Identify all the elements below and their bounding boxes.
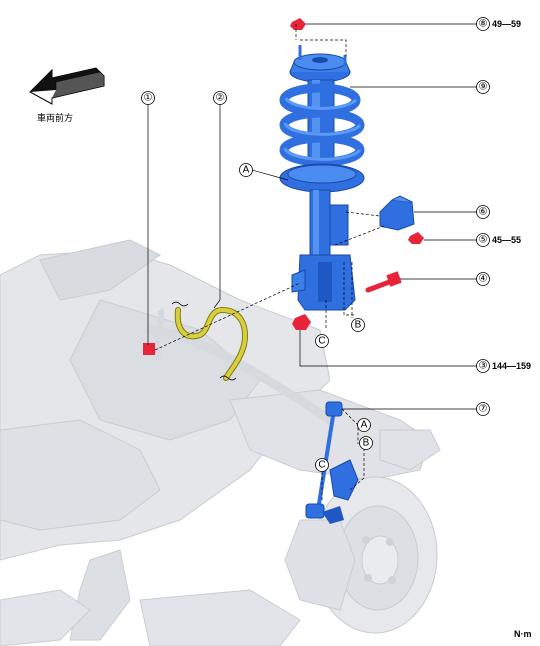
unit-label: N·m: [514, 629, 532, 639]
brake-hose: [171, 301, 248, 381]
letter-b-link: B: [363, 438, 370, 449]
callout-circles: [141, 17, 490, 472]
letter-c-link: C: [318, 460, 325, 471]
stabilizer-bar-background: [145, 325, 335, 425]
callout-6: ⑥: [479, 207, 488, 218]
letter-a-link: A: [361, 420, 368, 431]
letter-b-strut: B: [355, 320, 362, 331]
strut-assembly: [279, 45, 365, 311]
top-mount-nut: [290, 18, 306, 30]
direction-label: 車両前方: [37, 112, 73, 124]
letter-a-strut: A: [243, 165, 250, 176]
callout-5: ⑤: [479, 235, 488, 246]
torque-3: 144—159: [492, 361, 531, 371]
brake-disc-background: [284, 429, 441, 634]
callout-9: ⑨: [479, 82, 488, 93]
torque-5: 45—55: [492, 235, 521, 245]
callout-8: ⑧: [479, 19, 488, 30]
strut-nut: [292, 314, 311, 330]
callout-2: ②: [216, 93, 225, 104]
leader-lines: [147, 23, 477, 410]
direction-arrow-icon: [29, 67, 105, 105]
callout-4: ④: [479, 274, 488, 285]
callout-1: ①: [144, 93, 153, 104]
bracket-nut: [408, 232, 424, 244]
hose-bracket-part: [379, 195, 415, 231]
torque-8: 49—59: [492, 19, 521, 29]
callout-7: ⑦: [479, 404, 488, 415]
callout-3: ③: [479, 361, 488, 372]
hose-bracket-bolt: [143, 343, 155, 355]
dashed-leaders: [154, 24, 385, 500]
strut-bolt: [365, 271, 402, 293]
letter-c-strut: C: [318, 336, 325, 347]
